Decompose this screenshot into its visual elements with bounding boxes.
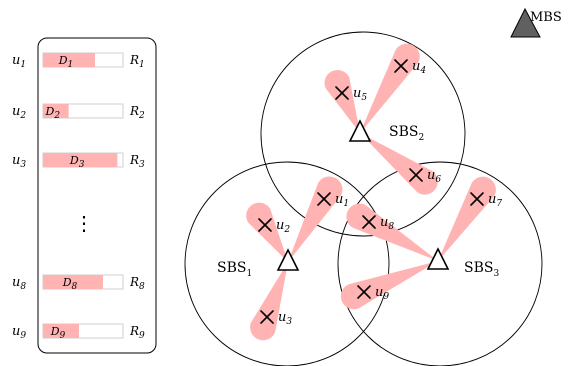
- demand-bar-fill: [43, 153, 118, 167]
- user-u7: u7: [470, 192, 502, 209]
- beam-u6: [360, 133, 438, 195]
- user-u5: u5: [335, 86, 367, 103]
- sbs2-coverage-circle: [260, 31, 466, 237]
- user-label: u7: [488, 192, 502, 209]
- rate-label: R9: [129, 324, 145, 341]
- mbs-icon: [510, 7, 541, 38]
- user-u6: u6: [409, 168, 441, 185]
- panel-row: u9 D9 R9: [12, 323, 145, 341]
- beam-u4: [360, 43, 420, 133]
- panel-ellipsis: ⋮: [74, 211, 94, 235]
- panel-user-label: u8: [12, 275, 26, 292]
- rate-label: R2: [129, 104, 145, 121]
- beam-u2: [246, 202, 288, 262]
- beam-u8: [346, 203, 438, 261]
- beam-u7: [438, 176, 496, 261]
- user-label: u1: [335, 192, 349, 209]
- cross-icon: [258, 218, 272, 232]
- panel-row: u3 D3 R3: [12, 152, 145, 170]
- demand-bar-fill: [43, 324, 79, 338]
- panel-user-label: u9: [12, 324, 26, 341]
- sbs3-triangle-icon: [426, 247, 450, 270]
- sbs1-coverage-circle: [184, 161, 390, 366]
- rate-label: R1: [129, 53, 145, 70]
- cross-icon: [362, 215, 376, 229]
- rate-label: R8: [129, 275, 145, 292]
- panel-user-label: u3: [12, 153, 26, 170]
- sbs1-triangle-icon: [276, 248, 300, 271]
- user-label: u4: [412, 59, 426, 76]
- mbs-label: MBS: [530, 10, 562, 25]
- sbs3-label: SBS3: [464, 260, 499, 279]
- panel-user-label: u1: [12, 53, 26, 70]
- cross-icon: [335, 86, 349, 100]
- cross-icon: [357, 285, 371, 299]
- cross-icon: [470, 192, 484, 206]
- user-label: u2: [276, 218, 290, 235]
- user-u2: u2: [258, 218, 290, 235]
- beam-u1: [288, 176, 343, 262]
- user-u4: u4: [394, 59, 426, 76]
- demand-label: D1: [58, 54, 74, 70]
- user-u1: u1: [317, 192, 349, 209]
- user-label: u9: [375, 285, 389, 302]
- panel-row: u1 D1 R1: [12, 52, 145, 70]
- sbs2-triangle-icon: [348, 119, 372, 142]
- cross-icon: [394, 59, 408, 73]
- demand-bar-fill: [43, 104, 69, 118]
- beam-u9: [340, 261, 438, 310]
- beam-u5: [324, 69, 360, 133]
- user-u8: u8: [362, 215, 394, 232]
- panel-user-label: u2: [12, 104, 26, 121]
- user-label: u6: [427, 168, 441, 185]
- panel-row: u2 D2 R2: [12, 103, 145, 121]
- sbs2-label: SBS2: [389, 124, 424, 143]
- user-label: u8: [380, 215, 394, 232]
- demand-bar-fill: [43, 275, 103, 289]
- rate-label: R3: [129, 153, 145, 170]
- sbs1-label: SBS1: [217, 260, 252, 279]
- user-label: u3: [278, 310, 292, 327]
- sbs3-coverage-circle: [337, 161, 543, 366]
- demand-bar-fill: [43, 53, 95, 67]
- user-u9: u9: [357, 285, 389, 302]
- beam-u3: [250, 262, 288, 341]
- cross-icon: [260, 310, 274, 324]
- cross-icon: [317, 192, 331, 206]
- demand-label: D8: [62, 276, 78, 292]
- panel-row: u8 D8 R8: [12, 274, 145, 292]
- cross-icon: [409, 168, 423, 182]
- user-u3: u3: [260, 310, 292, 327]
- demand-label: D2: [45, 105, 61, 121]
- demand-label: D3: [69, 154, 85, 170]
- user-label: u5: [353, 86, 367, 103]
- users-panel-frame: [37, 37, 157, 354]
- demand-label: D9: [50, 325, 66, 341]
